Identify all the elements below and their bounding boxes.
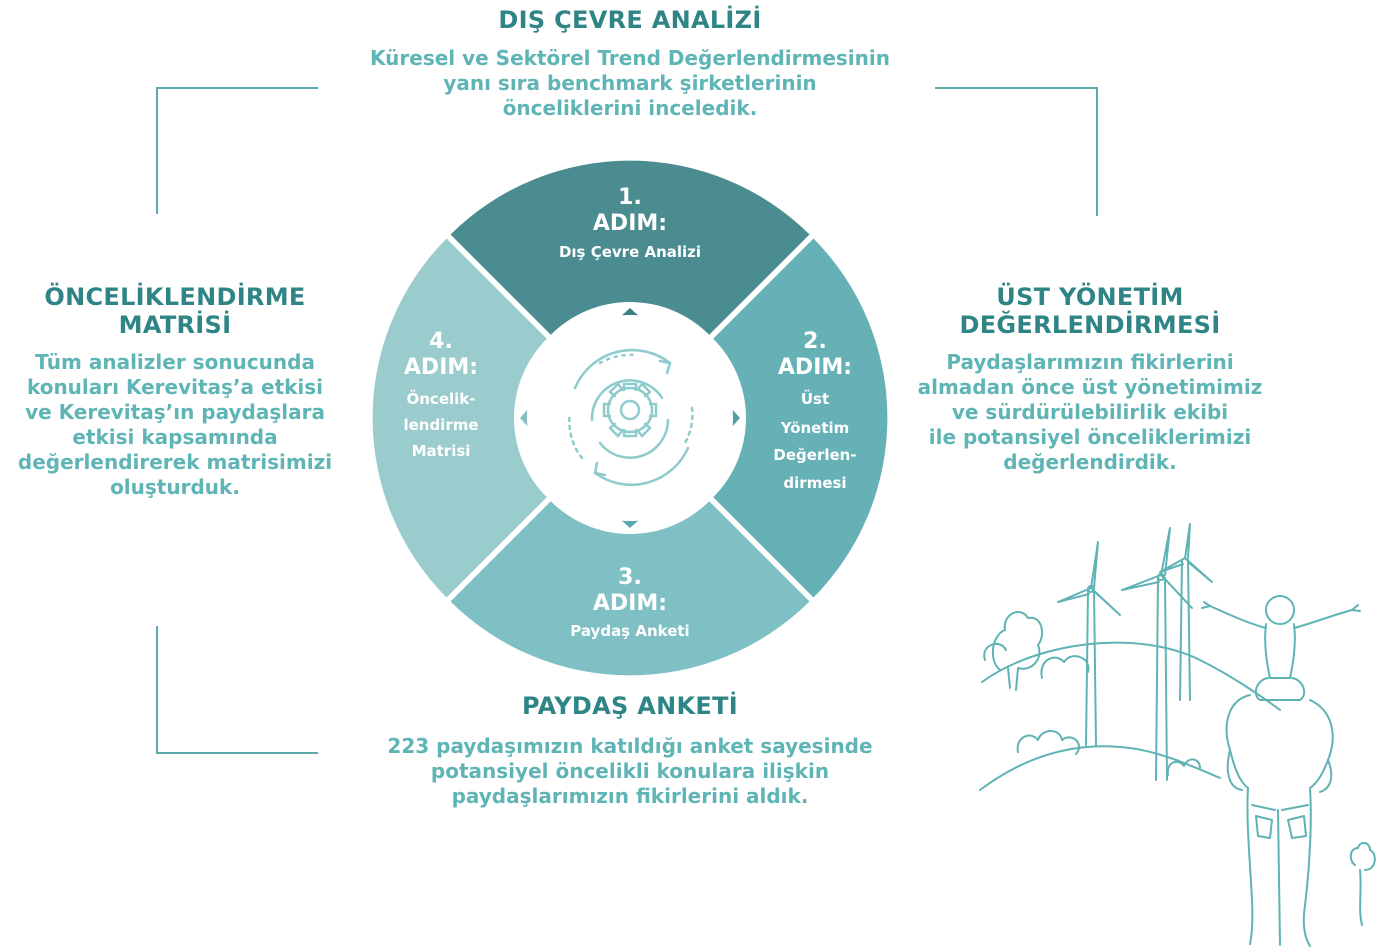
left-title-line: MATRİSİ — [118, 311, 232, 339]
step4-num: 4. — [429, 329, 453, 354]
step4-adim: ADIM: — [404, 355, 478, 380]
gear-cycle-icon — [568, 348, 694, 487]
bottom-title: PAYDAŞ ANKETİ — [521, 692, 739, 720]
segment-step-4 — [372, 238, 547, 598]
wind-turbine-icon — [1121, 527, 1193, 781]
right-line: almadan önce üst yönetimimiz — [917, 375, 1263, 399]
left-line: oluşturduk. — [110, 475, 240, 499]
step1-adim: ADIM: — [593, 211, 667, 236]
right-title: ÜST YÖNETİM DEĞERLENDİRMESİ — [900, 283, 1280, 339]
right-description: Paydaşlarımızın fikirlerini almadan önce… — [900, 350, 1280, 475]
step4-label: Matrisi — [412, 442, 471, 460]
right-title-line: DEĞERLENDİRMESİ — [959, 311, 1221, 339]
frame-top-right — [935, 87, 1098, 216]
step2-label: Yönetim — [780, 419, 850, 437]
process-wheel: 1. ADIM: Dış Çevre Analizi 2. ADIM: Üst … — [372, 160, 888, 676]
parent-figure — [1225, 694, 1334, 947]
step4-label: Öncelik- — [407, 389, 476, 408]
frame-bottom-left — [156, 626, 318, 754]
step2-num: 2. — [803, 329, 827, 354]
cat-icon — [1359, 869, 1363, 926]
bush-icon — [1040, 655, 1090, 679]
bottom-description: 223 paydaşımızın katıldığı anket sayesin… — [330, 734, 930, 809]
top-line: yanı sıra benchmark şirketlerinin — [443, 71, 817, 95]
step3-label: Paydaş Anketi — [570, 622, 689, 640]
top-line: önceliklerini inceledik. — [502, 96, 758, 120]
step2-label: Üst — [801, 389, 829, 408]
wind-turbine-family-illustration — [979, 523, 1376, 947]
frame-top-left — [156, 87, 318, 214]
step1-num: 1. — [618, 185, 642, 210]
bush-icon — [1166, 758, 1201, 776]
top-line: Küresel ve Sektörel Trend Değerlendirmes… — [370, 46, 890, 70]
child-figure — [1201, 595, 1361, 701]
wind-turbine-icon — [1159, 523, 1213, 701]
right-line: değerlendirdik. — [1003, 450, 1177, 474]
right-title-line: ÜST YÖNETİM — [996, 283, 1184, 311]
segment-step-1 — [450, 160, 810, 335]
segment-step-3 — [450, 501, 810, 676]
left-line: Tüm analizler sonucunda — [35, 350, 315, 374]
left-line: etkisi kapsamında — [72, 425, 278, 449]
left-line: ve Kerevitaş’ın paydaşlara — [25, 400, 325, 424]
right-line: Paydaşlarımızın fikirlerini — [946, 350, 1234, 374]
bush-icon — [1016, 730, 1081, 755]
tree-icon — [991, 611, 1044, 691]
step3-adim: ADIM: — [593, 591, 667, 616]
step4-label: lendirme — [403, 416, 478, 434]
left-description: Tüm analizler sonucunda konuları Kerevit… — [0, 350, 350, 500]
top-description: Küresel ve Sektörel Trend Değerlendirmes… — [330, 46, 930, 121]
bush-icon — [983, 642, 1007, 661]
step2-label: dirmesi — [783, 474, 846, 492]
right-line: ve sürdürülebilirlik ekibi — [951, 400, 1229, 424]
left-title: ÖNCELİKLENDİRME MATRİSİ — [0, 283, 350, 339]
step3-num: 3. — [618, 565, 642, 590]
step2-label: Değerlen- — [773, 446, 856, 464]
bottom-line: potansiyel öncelikli konulara ilişkin — [430, 759, 830, 783]
hill-front — [979, 745, 1221, 791]
step1-label: Dış Çevre Analizi — [559, 243, 701, 261]
bottom-line: paydaşlarımızın fikirlerini aldık. — [451, 784, 809, 808]
left-line: konuları Kerevitaş’a etkisi — [26, 375, 324, 399]
left-title-line: ÖNCELİKLENDİRME — [44, 283, 306, 311]
hill-back — [981, 641, 1281, 711]
bottom-line: 223 paydaşımızın katıldığı anket sayesin… — [387, 734, 873, 758]
top-title: DIŞ ÇEVRE ANALİZİ — [498, 6, 762, 34]
step2-adim: ADIM: — [778, 355, 852, 380]
segment-step-2 — [713, 238, 888, 598]
left-line: değerlendirerek matrisimizi — [17, 450, 333, 474]
cat-icon — [1349, 842, 1376, 871]
right-line: ile potansiyel önceliklerimizi — [928, 425, 1252, 449]
wind-turbine-icon — [1057, 541, 1121, 746]
